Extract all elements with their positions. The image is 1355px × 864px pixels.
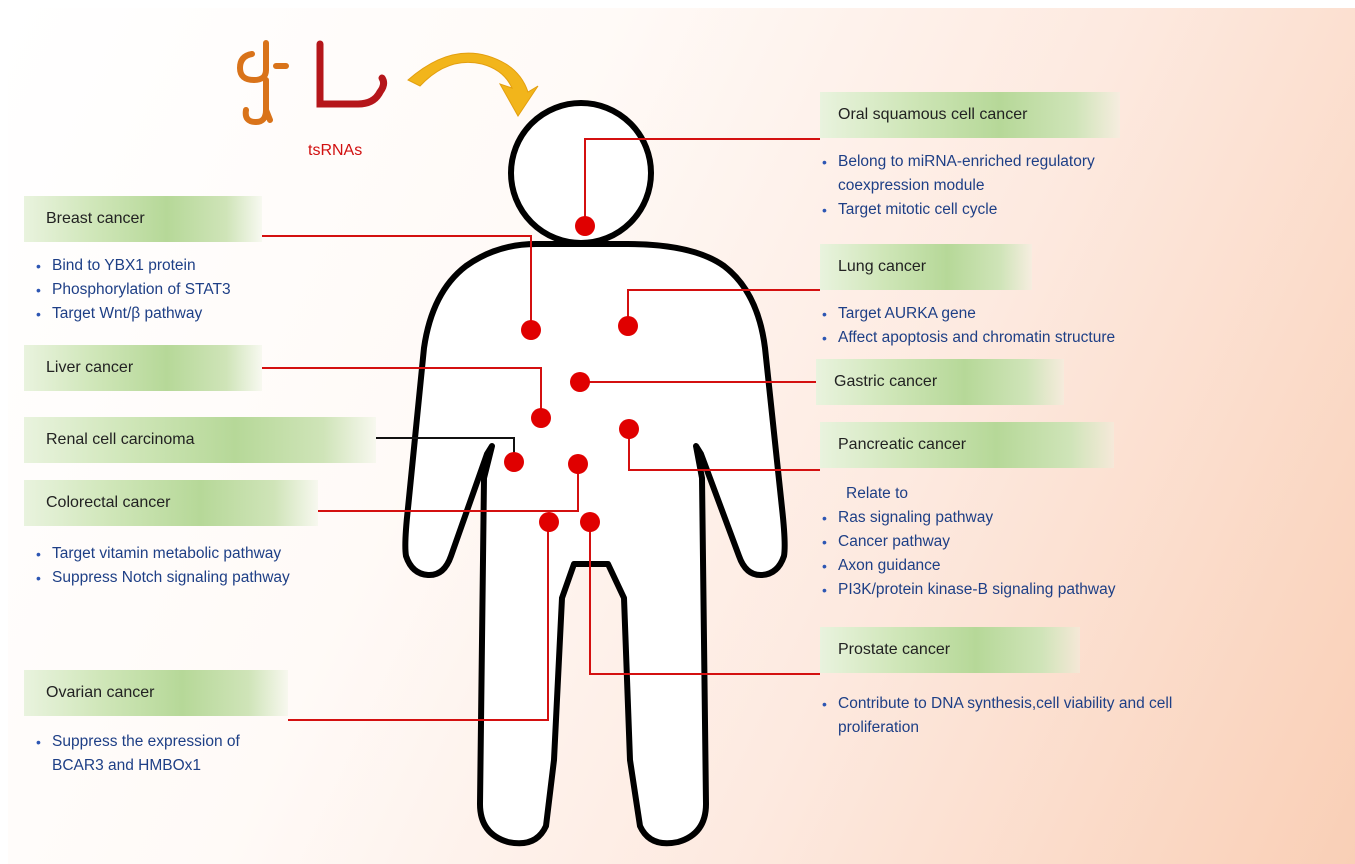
ovarian-dot	[539, 512, 559, 532]
tsrna-red-glyph	[320, 44, 384, 104]
gastric-dot	[570, 372, 590, 392]
colorectal-cancer-label: Colorectal cancer	[24, 480, 318, 526]
pancreatic-cancer-details: Relate to Ras signaling pathway Cancer p…	[820, 482, 1200, 602]
list-item: Phosphorylation of STAT3	[34, 278, 294, 302]
liver-cancer-label: Liver cancer	[24, 345, 262, 391]
list-item: Ras signaling pathway	[820, 506, 1200, 530]
ovarian-cancer-label: Ovarian cancer	[24, 670, 288, 716]
colorectal-dot	[568, 454, 588, 474]
list-item: Bind to YBX1 protein	[34, 254, 294, 278]
lung-dot	[618, 316, 638, 336]
ovarian-cancer-details: Suppress the expression of BCAR3 and HMB…	[34, 730, 294, 778]
oral-squamous-cell-cancer-label: Oral squamous cell cancer	[820, 92, 1120, 138]
list-item: Axon guidance	[820, 554, 1200, 578]
arrow-icon	[408, 53, 538, 116]
list-item: Suppress the expression of BCAR3 and HMB…	[34, 730, 294, 778]
lung-cancer-label: Lung cancer	[820, 244, 1032, 290]
figure-body	[405, 244, 784, 843]
prostate-dot	[580, 512, 600, 532]
prostate-cancer-label: Prostate cancer	[820, 627, 1080, 673]
list-item: Affect apoptosis and chromatin structure	[820, 326, 1200, 350]
list-item: Contribute to DNA synthesis,cell viabili…	[820, 692, 1200, 740]
list-item: Target vitamin metabolic pathway	[34, 542, 294, 566]
breast-cancer-label: Breast cancer	[24, 196, 262, 242]
list-item: PI3K/protein kinase-B signaling pathway	[820, 578, 1200, 602]
list-item: Target AURKA gene	[820, 302, 1200, 326]
tsrna-orange-glyph	[240, 43, 286, 122]
renal-dot	[504, 452, 524, 472]
list-item: Cancer pathway	[820, 530, 1200, 554]
list-intro: Relate to	[820, 482, 1200, 506]
gastric-cancer-label: Gastric cancer	[816, 359, 1064, 405]
lung-cancer-details: Target AURKA gene Affect apoptosis and c…	[820, 302, 1200, 350]
list-item: Target mitotic cell cycle	[820, 198, 1160, 222]
list-item: Target Wnt/β pathway	[34, 302, 294, 326]
list-item: Suppress Notch signaling pathway	[34, 566, 294, 590]
breast-cancer-details: Bind to YBX1 protein Phosphorylation of …	[34, 254, 294, 326]
diagram-canvas: tsRNAs Breast cancer Bind to YBX1 protei…	[8, 8, 1355, 864]
oral-dot	[575, 216, 595, 236]
colorectal-cancer-details: Target vitamin metabolic pathway Suppres…	[34, 542, 294, 590]
oral-cancer-details: Belong to miRNA-enriched regulatory coex…	[820, 150, 1160, 222]
pancreatic-dot	[619, 419, 639, 439]
tsrna-label: tsRNAs	[308, 142, 362, 160]
pancreatic-cancer-label: Pancreatic cancer	[820, 422, 1114, 468]
liver-dot	[531, 408, 551, 428]
renal-cell-carcinoma-label: Renal cell carcinoma	[24, 417, 376, 463]
breast-dot	[521, 320, 541, 340]
prostate-cancer-details: Contribute to DNA synthesis,cell viabili…	[820, 692, 1200, 740]
list-item: Belong to miRNA-enriched regulatory coex…	[820, 150, 1160, 198]
